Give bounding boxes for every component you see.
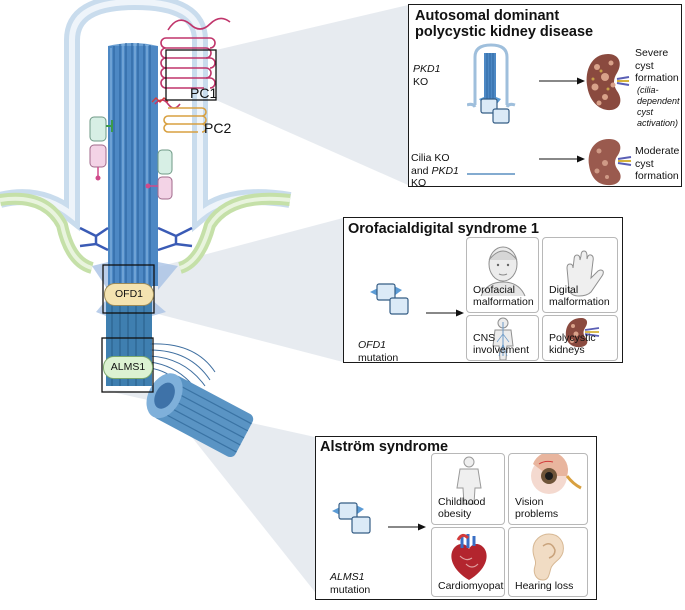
alstrom-cell-obesity-line1: Childhood: [438, 496, 486, 508]
ofd-cell-digital-line1: Digital: [549, 284, 579, 296]
ofd1-protein: OFD1: [104, 283, 154, 306]
eye-icon: [531, 454, 582, 494]
alstrom-cell-hearing: Hearing loss: [508, 527, 588, 597]
transition-fan: [92, 262, 178, 316]
heart-icon: [451, 533, 487, 580]
panel-adpkd: Autosomal dominant polycystic kidney dis…: [408, 4, 682, 189]
ofd1-gene-icon: [370, 283, 409, 315]
axoneme: [108, 43, 158, 286]
adpkd-row2-label: Cilia KO and PKD1 KO: [411, 152, 459, 189]
adpkd-title-line1: Autosomal dominant: [415, 8, 560, 24]
ciliary-membrane-inner: [0, 0, 291, 222]
ciliary-protein-left: [89, 116, 113, 181]
daughter-centriole: [146, 373, 254, 458]
ofd-cell-kidney-line2: kidneys: [549, 344, 585, 356]
ofd-cell-orofacial-line1: Orofacial: [473, 284, 516, 296]
ear-icon: [532, 533, 564, 581]
hand-icon: [566, 250, 604, 297]
kidney-severe-icon: [586, 54, 630, 111]
adpkd-row1-result: Severe cyst formation: [635, 47, 679, 84]
face-icon: [480, 246, 526, 297]
adpkd-row2-result: Moderate cyst formation: [635, 145, 680, 182]
alstrom-cell-cardio: Cardiomyopathy: [431, 527, 505, 597]
alstrom-cell-vision-line1: Vision: [515, 496, 544, 508]
kidney-icon: [565, 318, 600, 348]
ofd-cell-orofacial-line2: malformation: [473, 296, 534, 308]
alms1-gene-icon: [332, 502, 371, 534]
arrow-ofd: [426, 309, 464, 317]
adpkd-row1-note: (cilia- dependent cyst activation): [637, 85, 680, 128]
alstrom-cell-hearing-line2: Hearing loss: [515, 580, 574, 592]
zoom-connector-alstrom: [103, 390, 315, 592]
cilium-icon-full: [467, 43, 516, 124]
ciliary-protein-right: [145, 149, 173, 200]
ofd-title: Orofacialdigital syndrome 1: [348, 221, 539, 237]
pc1-label: PC1: [190, 85, 218, 101]
alstrom-cell-cardio-line2: Cardiomyopathy: [438, 580, 504, 592]
ofd-cell-kidney-line1: Polycystic: [549, 332, 596, 344]
pc2-label: PC2: [204, 120, 232, 136]
zoom-connector-adpkd: [216, 5, 408, 185]
alstrom-cell-obesity-line2: obesity: [438, 508, 472, 520]
zoom-frame-alms1: [101, 337, 154, 393]
flat-membrane-icon: [467, 173, 515, 175]
alms1-protein: ALMS1: [103, 356, 153, 379]
pc1-protein: [154, 17, 231, 109]
body-icon: [456, 456, 482, 505]
arrow-row1: [539, 77, 585, 85]
kidney-moderate-icon: [588, 139, 632, 186]
ofd-cell-digital-line2: malformation: [549, 296, 610, 308]
alstrom-title: Alström syndrome: [320, 439, 449, 455]
ofd-cell-cns-line1: CNS: [473, 332, 496, 344]
arrow-alstrom: [388, 523, 426, 531]
zoom-frame-pc1: [165, 49, 217, 101]
adpkd-title-line2: polycystic kidney disease: [415, 24, 594, 40]
pc2-protein: [163, 107, 207, 133]
transition-fibers: [79, 226, 193, 252]
arrow-row2: [539, 155, 585, 163]
zoom-frame-ofd1: [102, 264, 155, 314]
zoom-connector-ofd: [154, 218, 343, 362]
body-cns-icon: [492, 317, 514, 360]
alstrom-cell-vision-line2: problems: [515, 508, 559, 520]
ofd-cell-cns-line2: involvement: [473, 344, 530, 356]
